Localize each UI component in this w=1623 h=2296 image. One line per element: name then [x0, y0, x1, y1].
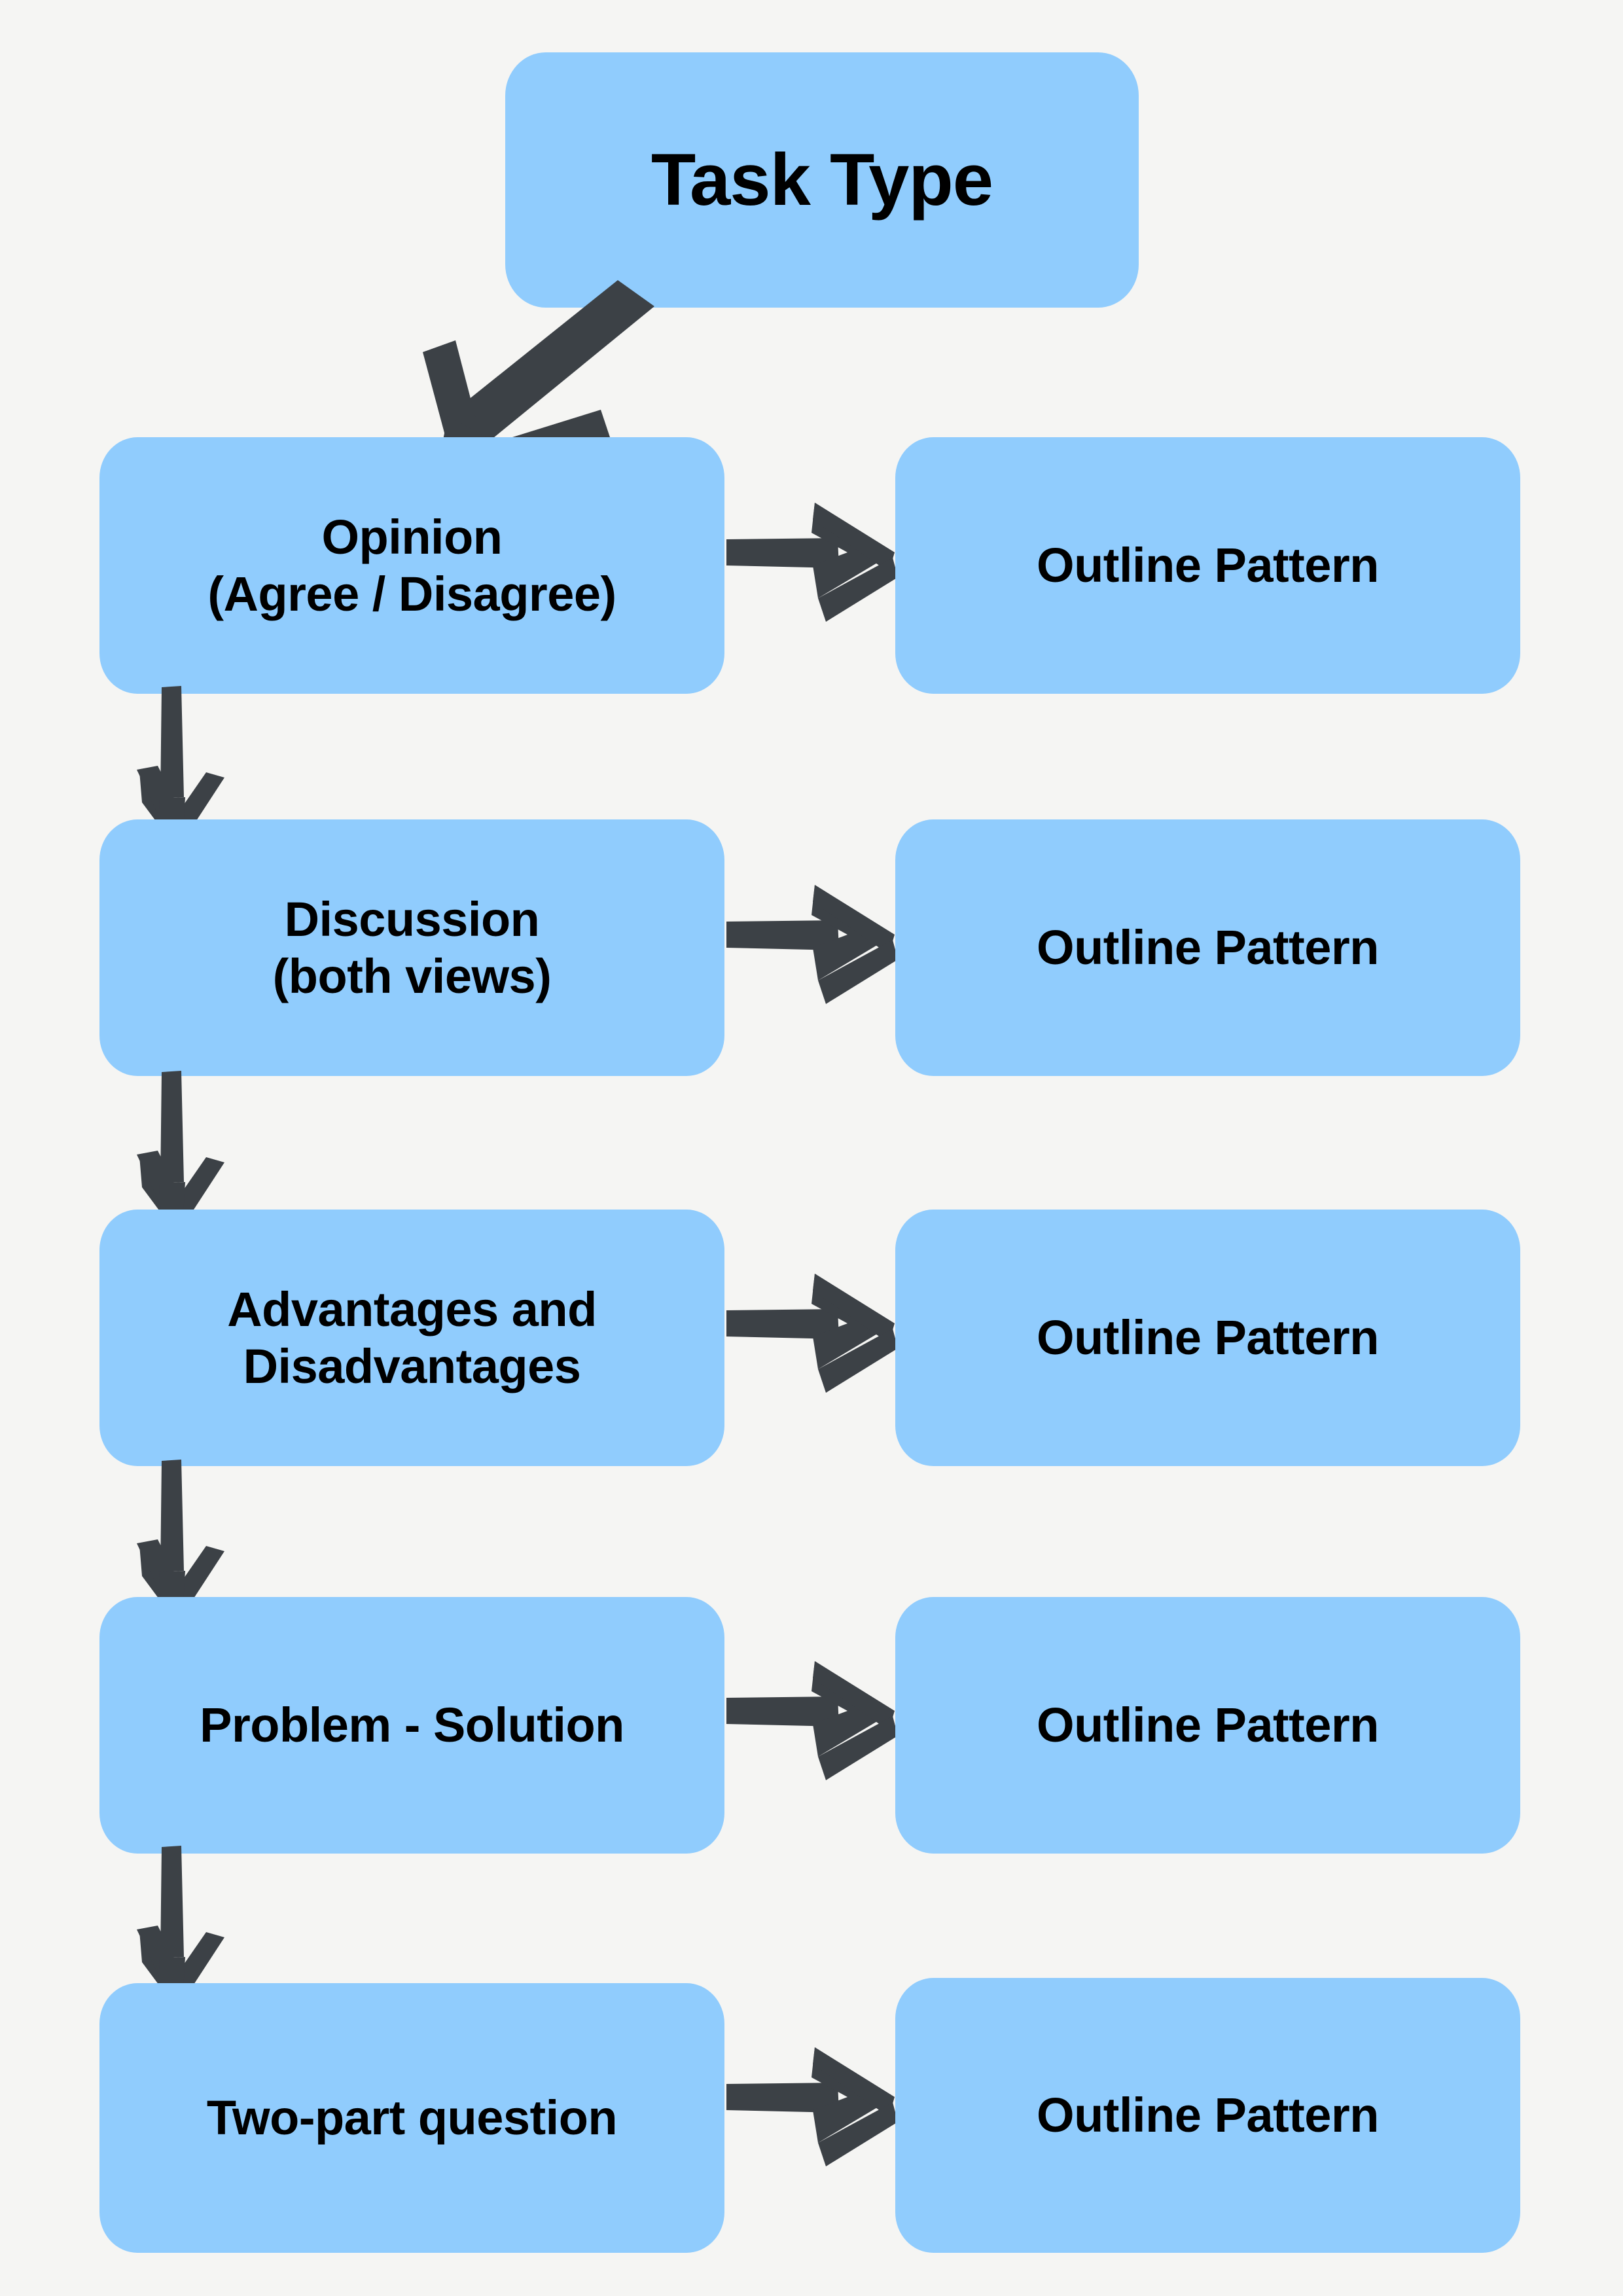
node-task-type-label: Task Type [651, 138, 993, 221]
node-task-problem-solution-label: Problem - Solution [200, 1698, 624, 1753]
node-outline-pattern-2[interactable]: Outline Pattern [895, 819, 1520, 1076]
node-task-type[interactable]: Task Type [505, 52, 1139, 308]
node-task-advantages-disadvantages-label: Advantages and Disadvantages [227, 1282, 597, 1393]
node-task-discussion[interactable]: Discussion (both views) [99, 819, 724, 1076]
node-task-two-part-question-label: Two-part question [206, 2090, 618, 2145]
node-outline-pattern-5-label: Outline Pattern [1037, 2088, 1379, 2143]
node-outline-pattern-1-label: Outline Pattern [1037, 538, 1379, 593]
node-outline-pattern-2-label: Outline Pattern [1037, 920, 1379, 975]
node-outline-pattern-4-label: Outline Pattern [1037, 1698, 1379, 1753]
node-outline-pattern-3-label: Outline Pattern [1037, 1310, 1379, 1365]
node-task-discussion-label: Discussion (both views) [272, 891, 552, 1003]
node-task-opinion-label: Opinion (Agree / Disagree) [207, 509, 616, 621]
node-task-opinion[interactable]: Opinion (Agree / Disagree) [99, 437, 724, 694]
node-outline-pattern-1[interactable]: Outline Pattern [895, 437, 1520, 694]
node-outline-pattern-5[interactable]: Outline Pattern [895, 1978, 1520, 2253]
node-outline-pattern-3[interactable]: Outline Pattern [895, 1210, 1520, 1466]
node-task-two-part-question[interactable]: Two-part question [99, 1983, 724, 2253]
node-outline-pattern-4[interactable]: Outline Pattern [895, 1597, 1520, 1854]
node-task-advantages-disadvantages[interactable]: Advantages and Disadvantages [99, 1210, 724, 1466]
node-task-problem-solution[interactable]: Problem - Solution [99, 1597, 724, 1854]
